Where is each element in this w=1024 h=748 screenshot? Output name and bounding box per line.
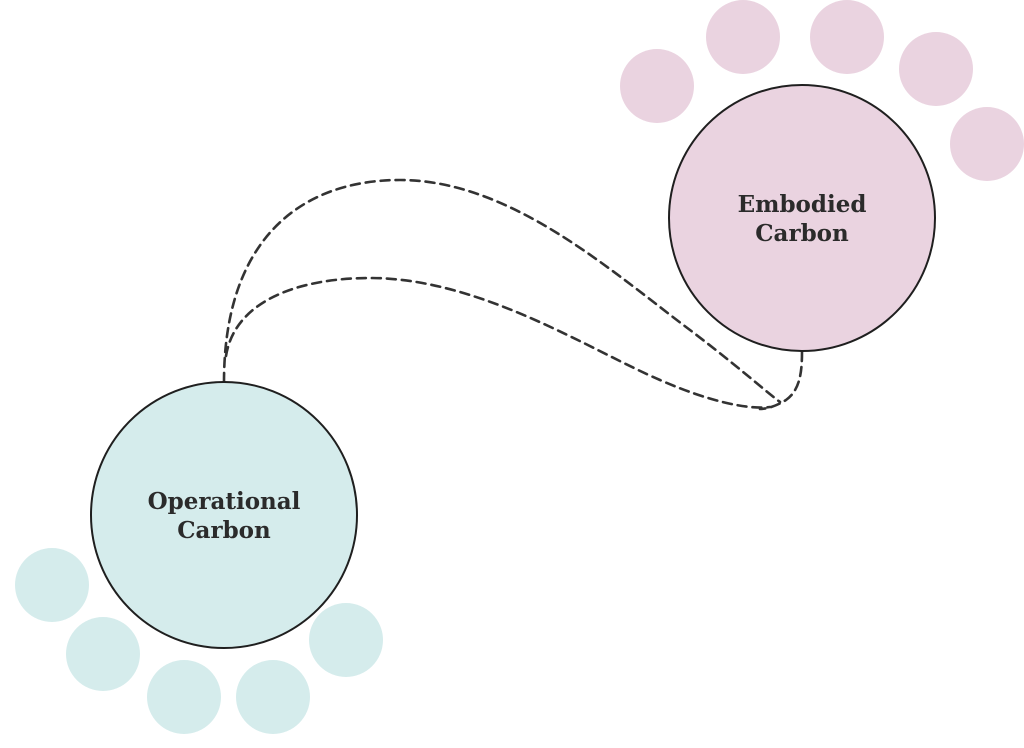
embodied-circle [668,84,936,352]
embodied-satellite-circle [620,49,694,123]
embodied-node: Embodied Carbon [668,84,936,352]
embodied-satellite-circle [706,0,780,74]
connector-upper [222,178,782,404]
connector-lower [224,276,772,409]
operational-label-line1: Operational [148,488,301,515]
operational-circle [90,381,358,649]
embodied-satellite-group [620,0,1024,181]
operational-node: Operational Carbon [90,381,358,649]
embodied-label-line2: Carbon [755,220,849,247]
operational-satellite-circle [15,548,89,622]
connector-group [222,178,804,411]
operational-satellite-circle [66,617,140,691]
operational-satellite-group [15,548,383,734]
embodied-satellite-circle [950,107,1024,181]
operational-label-line2: Carbon [177,517,271,544]
embodied-satellite-circle [899,32,973,106]
embodied-label-line1: Embodied [738,191,867,218]
connector-hook [758,350,804,411]
operational-satellite-circle [236,660,310,734]
embodied-satellite-circle [810,0,884,74]
operational-satellite-circle [309,603,383,677]
operational-satellite-circle [147,660,221,734]
